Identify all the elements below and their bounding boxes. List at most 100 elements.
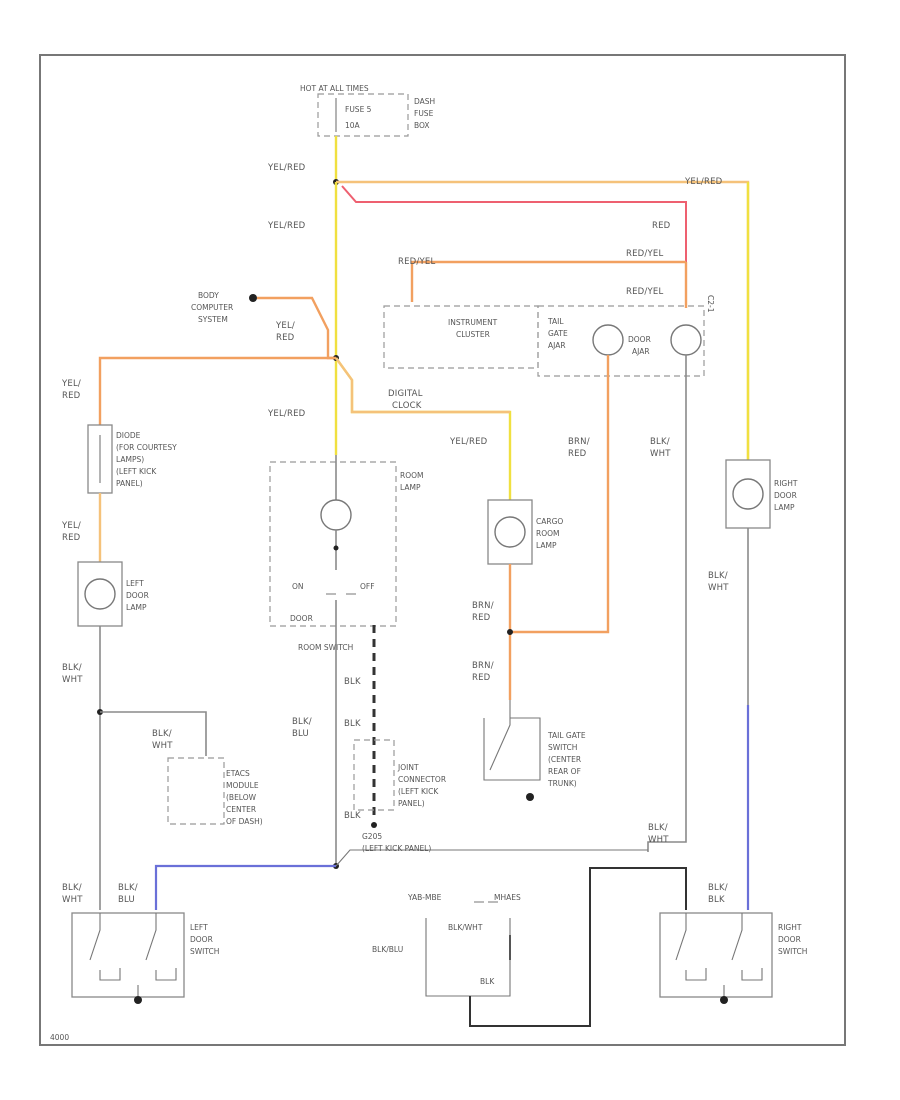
diagram-frame bbox=[39, 54, 846, 1046]
room-lamp-icon bbox=[320, 499, 352, 531]
wire-label-blk-wht-left-2: WHT bbox=[62, 675, 83, 685]
wire-yel-red-left bbox=[98, 356, 336, 425]
left-door-switch-ground bbox=[134, 996, 142, 1004]
wire-blk-relay-to-right-switch bbox=[469, 867, 687, 1027]
door-ajar-lamp-icon bbox=[670, 324, 702, 356]
body-computer-label-2: COMPUTER bbox=[191, 303, 233, 312]
tail-gate-switch-label-2: SWITCH bbox=[548, 743, 577, 752]
wire-label-blk-wht-left-1: BLK/ bbox=[62, 663, 82, 673]
diode-label-1: DIODE bbox=[116, 431, 141, 440]
dash-fuse-box-label-3: BOX bbox=[414, 121, 430, 130]
splice-cargo bbox=[507, 629, 513, 635]
g205-label: G205 bbox=[362, 832, 382, 841]
wire-red-yel-cluster bbox=[410, 260, 686, 302]
room-sw-off-label: OFF bbox=[360, 582, 375, 591]
tail-gate-ajar-label-1: TAIL bbox=[547, 317, 564, 326]
door-ajar-label-2: AJAR bbox=[632, 347, 650, 356]
wire-label-red-yel-1: RED/YEL bbox=[626, 249, 663, 259]
left-switch-wire-label-2a: BLK/ bbox=[118, 883, 138, 893]
etacs-label-1: ETACS bbox=[226, 769, 250, 778]
wire-yel-red-clock bbox=[335, 357, 510, 414]
wire-label-blk-wht-right-2: WHT bbox=[650, 449, 671, 459]
left-switch-wire-label-1b: WHT bbox=[62, 895, 83, 905]
left-door-lamp-icon bbox=[84, 578, 116, 610]
fuse-rating-label: 10A bbox=[345, 121, 361, 130]
left-switch-wire-label-1a: BLK/ bbox=[62, 883, 82, 893]
wire-label-red: RED bbox=[652, 221, 671, 231]
footer-code: 4000 bbox=[50, 1033, 69, 1042]
wire-brn-red-tailgate bbox=[510, 355, 610, 634]
dash-fuse-box-label-2: FUSE bbox=[414, 109, 434, 118]
tail-gate-switch-contact-icon bbox=[489, 700, 511, 771]
wire-label-brn-red-2a: BRN/ bbox=[472, 601, 494, 611]
right-door-switch-label-3: SWITCH bbox=[778, 947, 807, 956]
wire-label-brn-red-3a: BRN/ bbox=[472, 661, 494, 671]
tail-gate-ajar-label-3: AJAR bbox=[548, 341, 566, 350]
right-door-switch-label-2: DOOR bbox=[778, 935, 801, 944]
wire-label-blk-wht-right-1: BLK/ bbox=[650, 437, 670, 447]
left-door-lamp-label-3: LAMP bbox=[126, 603, 147, 612]
wire-label-blk: BLK bbox=[344, 677, 361, 687]
wire-label-brn-red-1a: BRN/ bbox=[568, 437, 590, 447]
right-door-lamp-label-1: RIGHT bbox=[774, 479, 798, 488]
wire-label-blk-wht-bottom-2: WHT bbox=[648, 835, 669, 845]
digital-clock-label-2: CLOCK bbox=[392, 401, 422, 411]
tail-gate-switch-label-3: (CENTER bbox=[548, 755, 581, 764]
wire-label-yel-red-right: YEL/RED bbox=[684, 177, 723, 187]
body-computer-label-3: SYSTEM bbox=[198, 315, 228, 324]
joint-connector-label-2: CONNECTOR bbox=[398, 775, 446, 784]
left-door-switch-label-1: LEFT bbox=[190, 923, 208, 932]
hot-at-all-times-label: HOT AT ALL TIMES bbox=[300, 84, 369, 93]
body-computer-terminal bbox=[249, 294, 257, 302]
room-lamp-label-2: LAMP bbox=[400, 483, 421, 492]
left-door-lamp-label-1: LEFT bbox=[126, 579, 144, 588]
joint-connector-label-4: PANEL) bbox=[398, 799, 425, 808]
joint-connector-pin bbox=[371, 822, 377, 828]
right-door-lamp-label-3: LAMP bbox=[774, 503, 795, 512]
diode-label-3: LAMPS) bbox=[116, 455, 144, 464]
relay-blk-wht-label: BLK/WHT bbox=[448, 923, 483, 932]
cluster-lamps-box bbox=[537, 305, 705, 377]
wire-label-blk-bottom: BLK bbox=[344, 811, 361, 821]
wire-label-yel-red-room: YEL/RED bbox=[267, 409, 306, 419]
joint-connector-label-1: JOINT bbox=[397, 763, 419, 772]
right-door-switch-ground bbox=[720, 996, 728, 1004]
wire-label-yel-red-left-1: YEL/ bbox=[61, 379, 81, 389]
etacs-label-3: (BELOW bbox=[226, 793, 257, 802]
fuse-label: FUSE 5 bbox=[345, 105, 372, 114]
door-ajar-label-1: DOOR bbox=[628, 335, 651, 344]
instrument-cluster-label-1: INSTRUMENT bbox=[448, 318, 498, 327]
wire-blk-wht-etacs bbox=[100, 711, 207, 756]
tail-gate-switch-label-1: TAIL GATE bbox=[547, 731, 586, 740]
g205-location-label: (LEFT KICK PANEL) bbox=[362, 844, 431, 853]
left-door-switch-box bbox=[71, 912, 185, 998]
wire-label-blk-wht-etacs-2: WHT bbox=[152, 741, 173, 751]
relay-right-label: MHAES bbox=[494, 893, 521, 902]
wire-label-brn-red-1b: RED bbox=[568, 449, 587, 459]
right-door-switch-box bbox=[659, 912, 773, 998]
diode-label-4: (LEFT KICK bbox=[116, 467, 157, 476]
cargo-room-lamp-label-1: CARGO bbox=[536, 517, 563, 526]
dash-fuse-box-label-1: DASH bbox=[414, 97, 435, 106]
etacs-label-4: CENTER bbox=[226, 805, 256, 814]
dash-fuse-box bbox=[317, 93, 409, 137]
wire-blk-blu-left-switch bbox=[154, 864, 336, 910]
instrument-cluster-label-2: CLUSTER bbox=[456, 330, 490, 339]
wire-label-yel-red-left2-2: RED bbox=[62, 533, 81, 543]
right-door-switch-label-1: RIGHT bbox=[778, 923, 802, 932]
right-switch-wire-label-b: BLK bbox=[708, 895, 725, 905]
diode-label-5: PANEL) bbox=[116, 479, 143, 488]
body-computer-label-1: BODY bbox=[198, 291, 219, 300]
left-door-lamp-label-2: DOOR bbox=[126, 591, 149, 600]
tail-gate-switch-ground bbox=[526, 793, 534, 801]
diode-label-2: (FOR COURTESY bbox=[116, 443, 177, 452]
wire-label-blk-wht-etacs-1: BLK/ bbox=[152, 729, 172, 739]
left-door-switch-label-3: SWITCH bbox=[190, 947, 219, 956]
etacs-module-box bbox=[167, 757, 225, 825]
joint-connector-label-3: (LEFT KICK bbox=[398, 787, 439, 796]
connector-id-1: C2-1 bbox=[706, 295, 715, 313]
wire-label-yel-red-bc-1: YEL/ bbox=[275, 321, 295, 331]
room-lamp-pin bbox=[333, 545, 339, 551]
tail-gate-switch-label-5: TRUNK) bbox=[547, 779, 577, 788]
